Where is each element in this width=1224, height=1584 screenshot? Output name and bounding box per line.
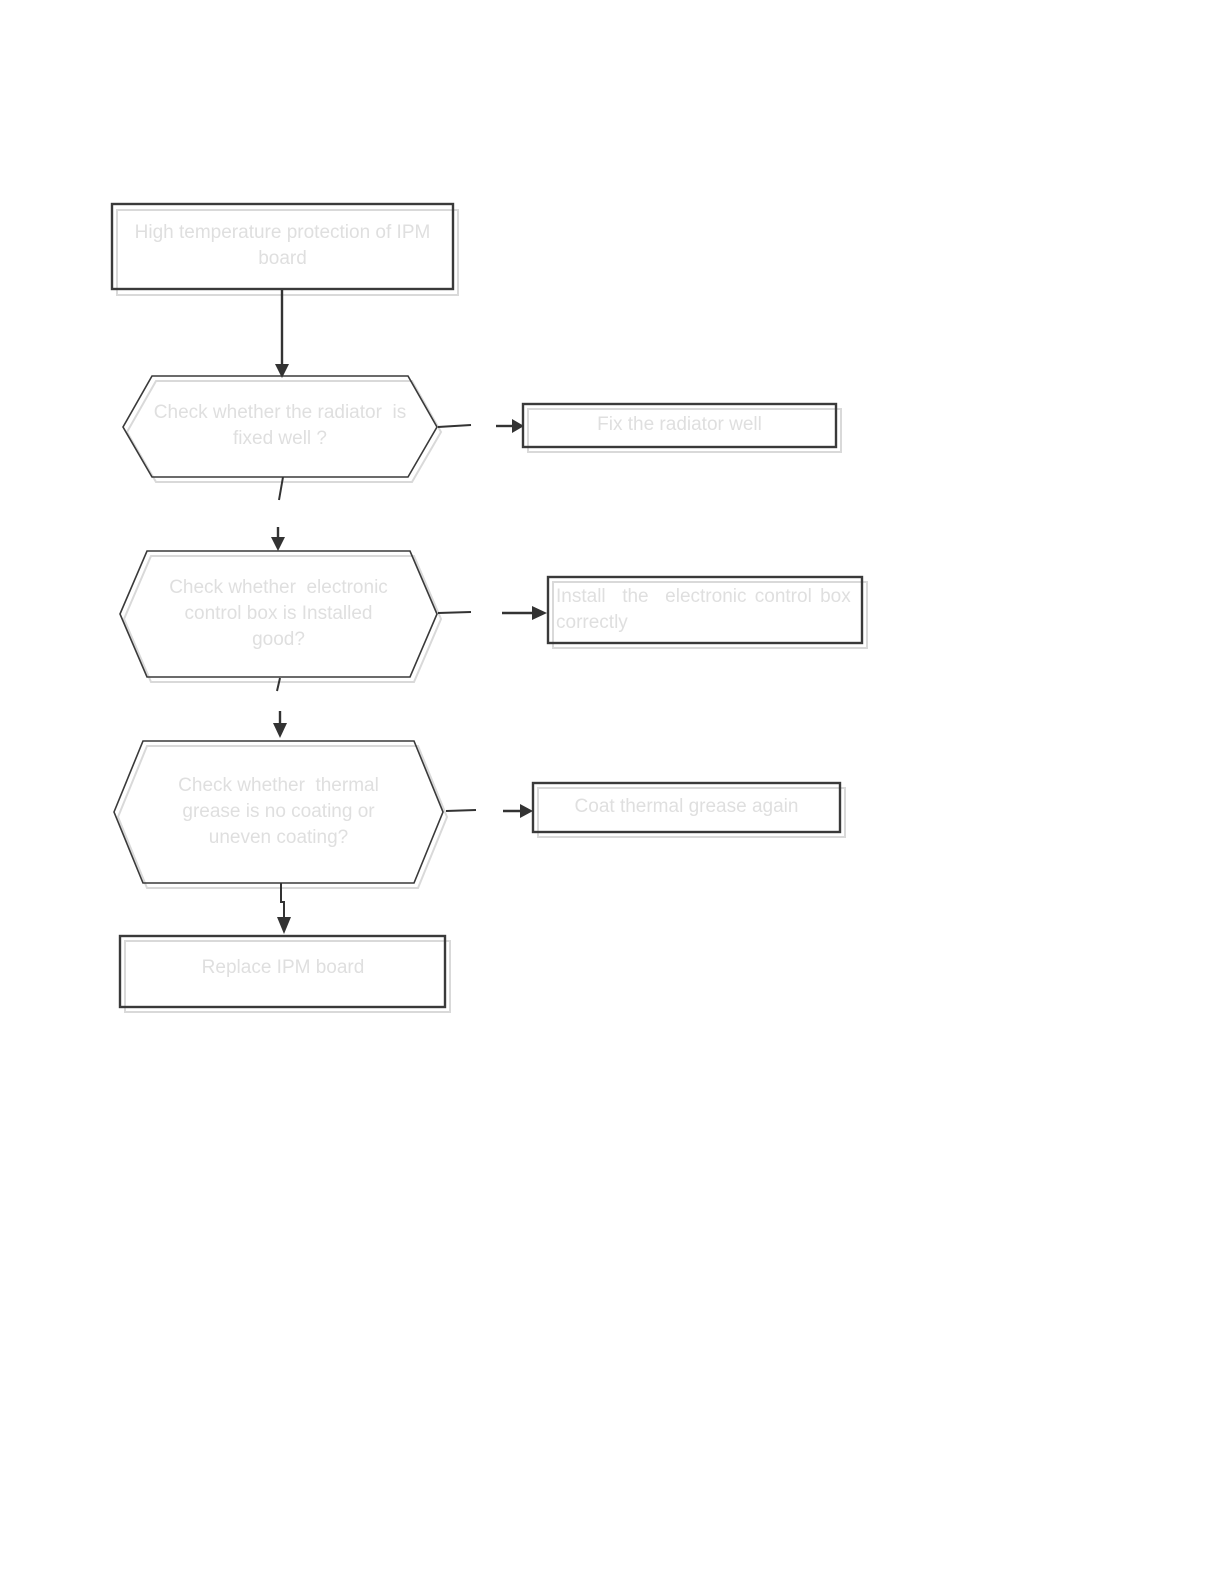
arrowhead-decision1-to-decision2 [271, 537, 285, 551]
connector-decision2-down-stub [276, 677, 281, 692]
arrowhead-decision2-to-decision3 [273, 723, 287, 738]
decision-radiator-shadow [125, 380, 443, 483]
end-node-box [118, 934, 447, 1009]
arrowhead-decision3-to-end [277, 917, 291, 934]
action-coat-grease-label: Coat thermal grease again [574, 796, 799, 817]
action-install-box-shadow [552, 581, 868, 649]
decision-thermal-grease-shadow [116, 745, 449, 889]
arrowhead-decision1-to-action1 [512, 419, 524, 433]
decision-radiator-label: Check whether the radiator is fixed well… [153, 402, 412, 449]
action-install-box-box [546, 575, 864, 645]
action-fix-radiator-shadow [527, 408, 842, 453]
connector-decision1-down-stub [278, 476, 284, 501]
connector-decision3-stub [445, 809, 477, 812]
connector-decision3-to-end [280, 883, 285, 918]
decision-control-box-label: Check whether electronic control box is … [169, 577, 394, 650]
decision-thermal-grease-label: Check whether thermal grease is no coati… [178, 775, 385, 848]
arrowhead-decision3-to-action3 [520, 804, 533, 818]
connector-decision1-stub [437, 424, 472, 428]
arrowhead-decision2-to-action2 [532, 606, 547, 620]
end-node-shadow [124, 940, 451, 1013]
start-node-box [110, 202, 455, 291]
action-fix-radiator-label: Fix the radiator well [597, 414, 762, 435]
start-node-label: High temperature protection of IPM board [134, 222, 436, 269]
decision-radiator-hexagon [122, 375, 438, 478]
end-node-label: Replace IPM board [201, 957, 365, 978]
connector-decision2-stub [437, 611, 472, 614]
action-coat-grease-shadow [537, 787, 846, 838]
arrowhead-start-to-decision1 [275, 364, 289, 378]
decision-control-box-shadow [122, 555, 443, 683]
decision-control-box-hexagon [119, 550, 438, 678]
action-install-box-label: Install the electronic control box corre… [556, 586, 859, 633]
decision-thermal-grease-hexagon [113, 740, 444, 884]
start-node-shadow [116, 209, 459, 296]
action-coat-grease-box [531, 781, 842, 834]
